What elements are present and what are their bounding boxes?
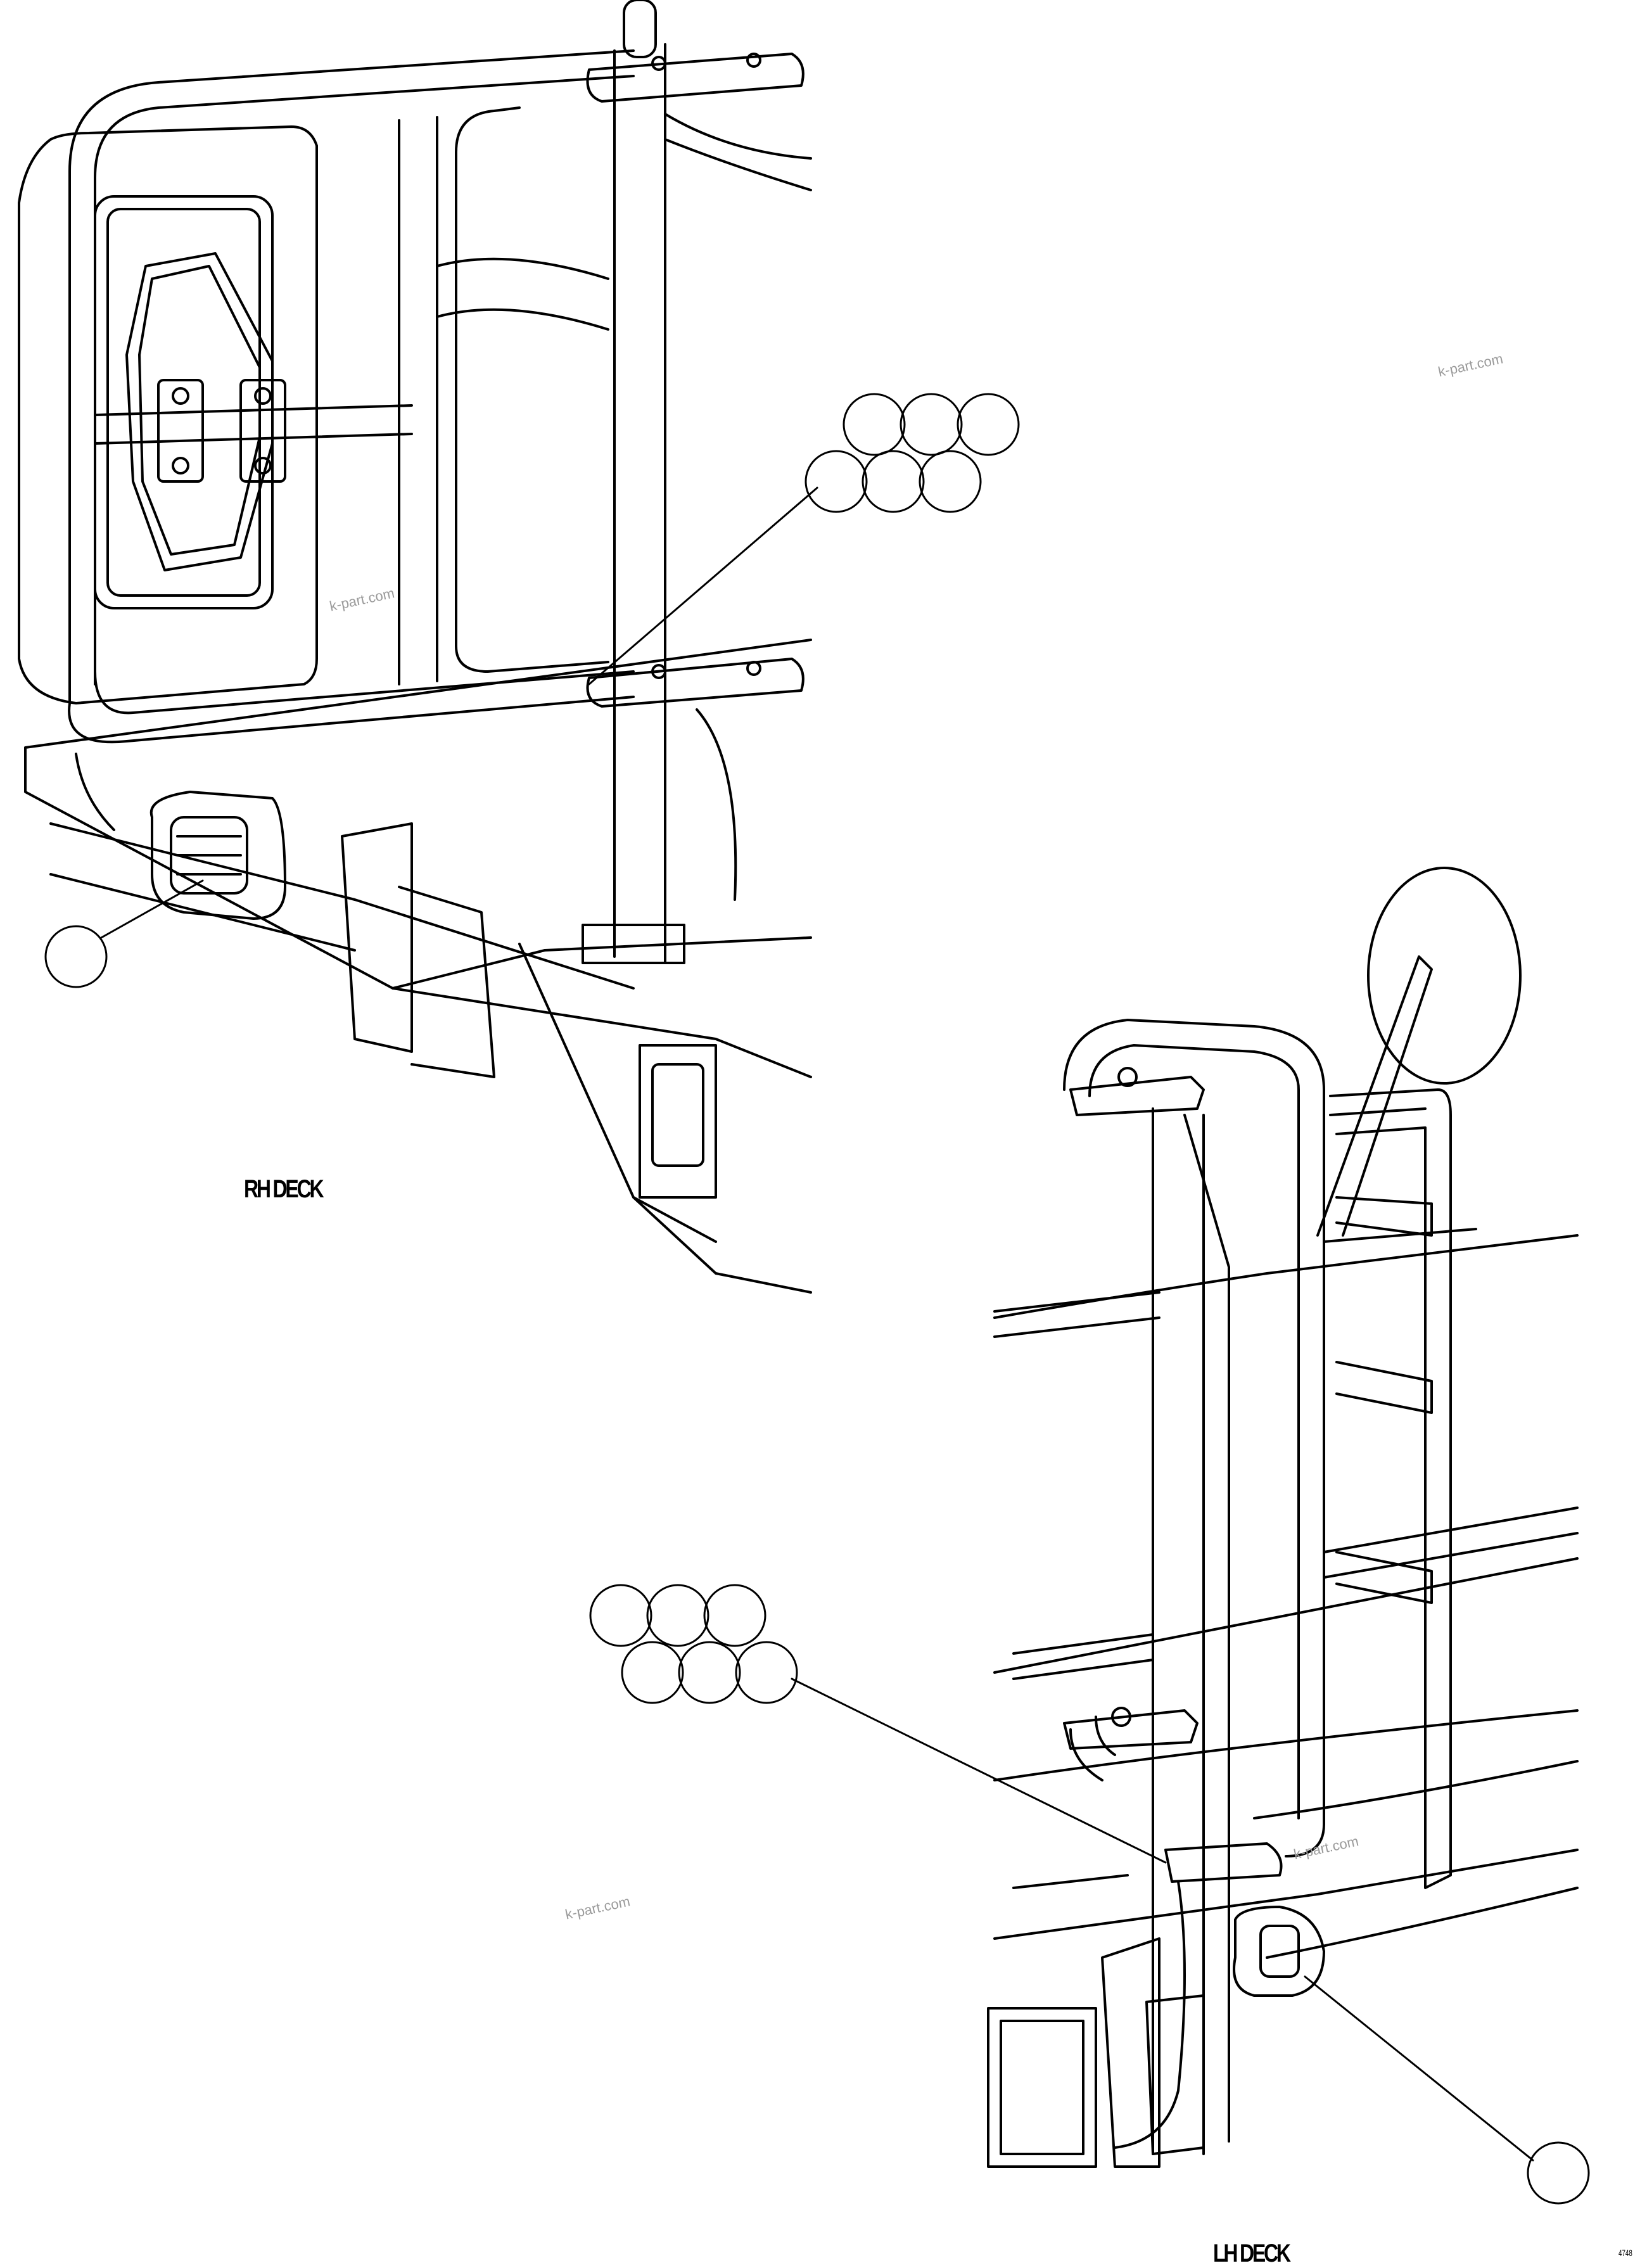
- lh-handrails: [993, 1291, 1161, 1680]
- lh-work-lamp: [1233, 1906, 1325, 1997]
- lh-side-panel: [987, 2007, 1097, 2168]
- lh-deck-platform: [993, 1234, 1579, 1819]
- rh-top-mount-plate: [586, 53, 804, 103]
- lh-round-mirror: [1367, 867, 1522, 1085]
- rh-work-lamp: [149, 791, 286, 920]
- rh-lamp-leader: [100, 879, 204, 939]
- lh-step-ladder: [1329, 1088, 1452, 1889]
- lh-base-plate: [1101, 1937, 1161, 2168]
- lh-lower-bracket: [1063, 1709, 1199, 1750]
- rh-deck-label: RH DECK: [244, 1175, 324, 1203]
- lh-lamp-leader: [1304, 1975, 1534, 2162]
- rh-post-base: [582, 924, 685, 964]
- rh-mirror-arm: [94, 404, 413, 445]
- rh-vertical-post: [613, 43, 666, 964]
- rh-side-cover: [341, 822, 413, 1053]
- figure-id: 4748: [1618, 2248, 1632, 2258]
- rh-deck-platform: [24, 639, 812, 1078]
- lh-deck-drawing: [589, 867, 1590, 2205]
- rh-cab-frame: [398, 106, 609, 685]
- rh-cable: [75, 708, 737, 901]
- lh-work-lamp-callout: [1527, 2141, 1590, 2205]
- rh-work-lamp-callout: [44, 925, 108, 988]
- rh-mirror-bracket: [125, 252, 274, 571]
- lh-lamp-cluster-callouts: [589, 1584, 798, 1704]
- rh-deck-drawing: [18, 0, 1020, 1294]
- rh-cluster-leader: [588, 487, 818, 685]
- rh-handrail: [68, 670, 635, 744]
- lh-cross-tube: [1164, 1842, 1283, 1883]
- lh-cable: [1114, 1880, 1186, 2149]
- rh-lamp-cluster-callouts: [804, 393, 1020, 513]
- lh-upper-bracket: [1069, 1076, 1205, 1116]
- lh-deck-label: LH DECK: [1213, 2239, 1291, 2267]
- rh-clamp-right: [239, 379, 286, 483]
- rh-clamp-left: [157, 379, 204, 483]
- lh-cluster-leader: [791, 1678, 1167, 1864]
- rh-mirror-housing: [18, 125, 318, 704]
- lh-vertical-post: [1152, 1107, 1230, 2155]
- rh-lower-mount-plate: [586, 658, 804, 708]
- lh-grab-handle: [1063, 1019, 1325, 1857]
